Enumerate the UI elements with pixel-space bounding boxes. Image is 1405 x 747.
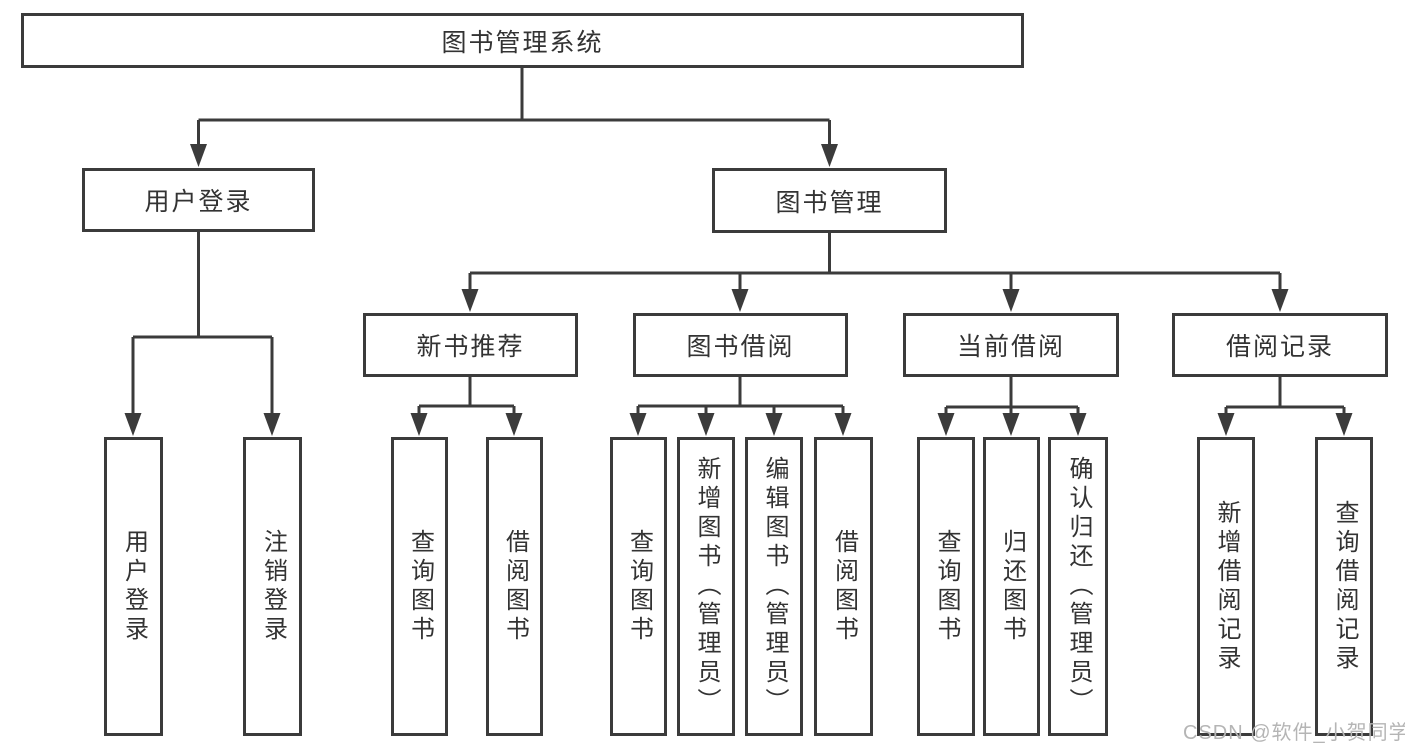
node-label: 查询图书: [406, 528, 434, 645]
node-user-login: 用户登录: [82, 168, 315, 232]
node-label: 查询借阅记录: [1331, 499, 1358, 674]
node-user-login-action: 用户登录: [104, 437, 163, 736]
node-book-borrowing: 图书借阅: [633, 313, 848, 377]
node-label: 新书推荐: [416, 333, 525, 361]
node-borrow-books-borrowing: 借阅图书: [814, 437, 873, 736]
csdn-watermark: CSDN @软件_小贺同学: [1183, 722, 1405, 744]
node-label: 新增借阅记录: [1213, 499, 1240, 674]
node-label: 确认归还（管理员）: [1065, 456, 1092, 717]
node-add-borrow-record: 新增借阅记录: [1197, 437, 1255, 736]
node-label: 查询图书: [933, 528, 960, 645]
node-search-books-recommend: 查询图书: [391, 437, 448, 736]
node-borrowing-records: 借阅记录: [1172, 313, 1388, 377]
node-label: 编辑图书（管理员）: [761, 456, 788, 717]
node-label: 用户登录: [144, 188, 253, 216]
node-label: 借阅图书: [501, 528, 529, 645]
node-return-books: 归还图书: [983, 437, 1040, 736]
node-edit-books-admin: 编辑图书（管理员）: [745, 437, 803, 736]
node-label: 图书借阅: [686, 333, 795, 361]
node-book-management: 图书管理: [712, 168, 947, 233]
node-label: 用户登录: [120, 528, 148, 645]
node-label: 注销登录: [259, 528, 287, 645]
node-label: 借阅图书: [830, 528, 858, 645]
node-new-book-recommendation: 新书推荐: [363, 313, 578, 377]
node-library-management-system: 图书管理系统: [21, 13, 1024, 68]
node-logout-action: 注销登录: [243, 437, 302, 736]
node-label: 借阅记录: [1225, 333, 1334, 361]
node-label: 图书管理系统: [441, 28, 604, 57]
node-label: 新增图书（管理员）: [693, 456, 720, 717]
node-label: 查询图书: [625, 528, 653, 645]
node-current-borrowing: 当前借阅: [903, 313, 1119, 377]
node-search-borrow-record: 查询借阅记录: [1315, 437, 1373, 736]
node-label: 归还图书: [998, 528, 1026, 645]
node-borrow-books-recommend: 借阅图书: [486, 437, 543, 736]
node-label: 当前借阅: [956, 333, 1065, 361]
node-confirm-return-admin: 确认归还（管理员）: [1048, 437, 1108, 736]
node-search-books-current: 查询图书: [917, 437, 975, 736]
node-label: 图书管理: [775, 188, 884, 217]
node-add-books-admin: 新增图书（管理员）: [677, 437, 735, 736]
node-search-books-borrowing: 查询图书: [610, 437, 667, 736]
